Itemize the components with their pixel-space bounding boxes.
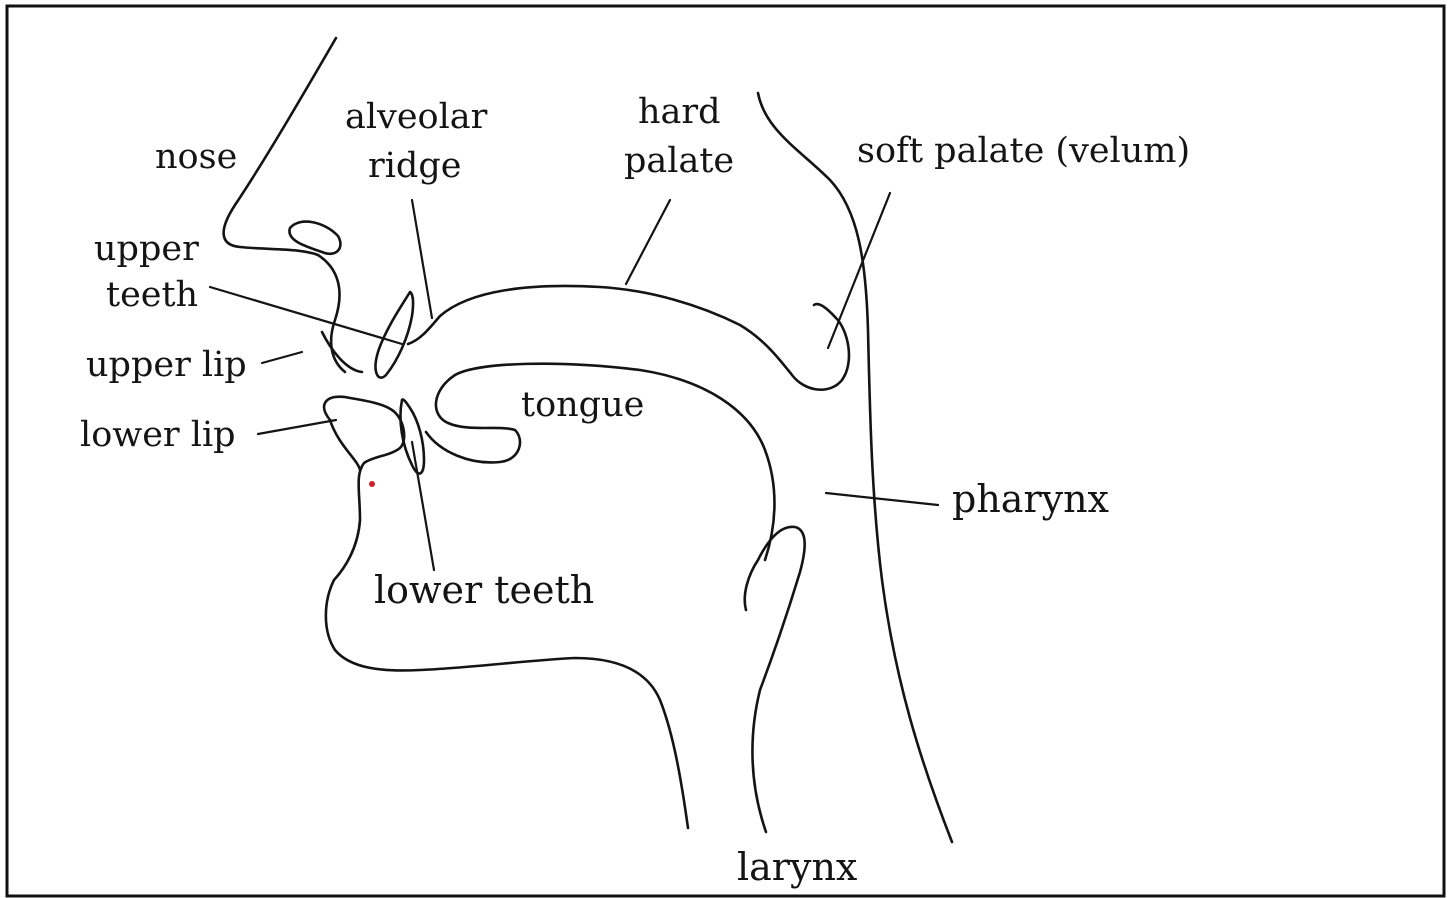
upper-teeth-pointer: [210, 287, 402, 344]
pharynx-label: pharynx: [952, 477, 1109, 521]
upper-teeth-label-line1: upper: [94, 229, 199, 269]
pharynx-back-wall-outline: [758, 93, 952, 842]
hard-palate-pointer: [626, 200, 670, 284]
lower-lip-pointer: [258, 420, 336, 434]
nose-label: nose: [155, 137, 237, 177]
alveolar-ridge-pointer: [412, 200, 432, 318]
lower-lip-label: lower lip: [80, 415, 236, 455]
tongue-tip-outline: [426, 375, 520, 462]
hard-palate-label-line2: palate: [624, 141, 734, 181]
upper-lip-outline: [322, 332, 362, 372]
upper-teeth-outline: [376, 292, 413, 378]
soft-palate-pointer: [828, 193, 890, 348]
upper-lip-label: upper lip: [86, 345, 247, 385]
palate-outline: [408, 286, 849, 390]
lower-teeth-label: lower teeth: [374, 568, 594, 612]
hard-palate-label-line1: hard: [638, 92, 721, 132]
chin-front-outline: [330, 420, 360, 470]
alveolar-ridge-label-line1: alveolar: [345, 97, 488, 137]
tongue-label: tongue: [521, 385, 644, 425]
pharynx-pointer: [826, 493, 938, 505]
red-mark: [369, 481, 375, 487]
upper-lip-pointer: [262, 352, 302, 363]
larynx-label: larynx: [737, 845, 857, 889]
alveolar-ridge-label-line2: ridge: [368, 146, 461, 186]
epiglottis-outline: [745, 527, 805, 832]
upper-teeth-label-line2: teeth: [106, 275, 198, 315]
soft-palate-label: soft palate (velum): [857, 131, 1190, 171]
nostril-outline: [289, 222, 340, 254]
